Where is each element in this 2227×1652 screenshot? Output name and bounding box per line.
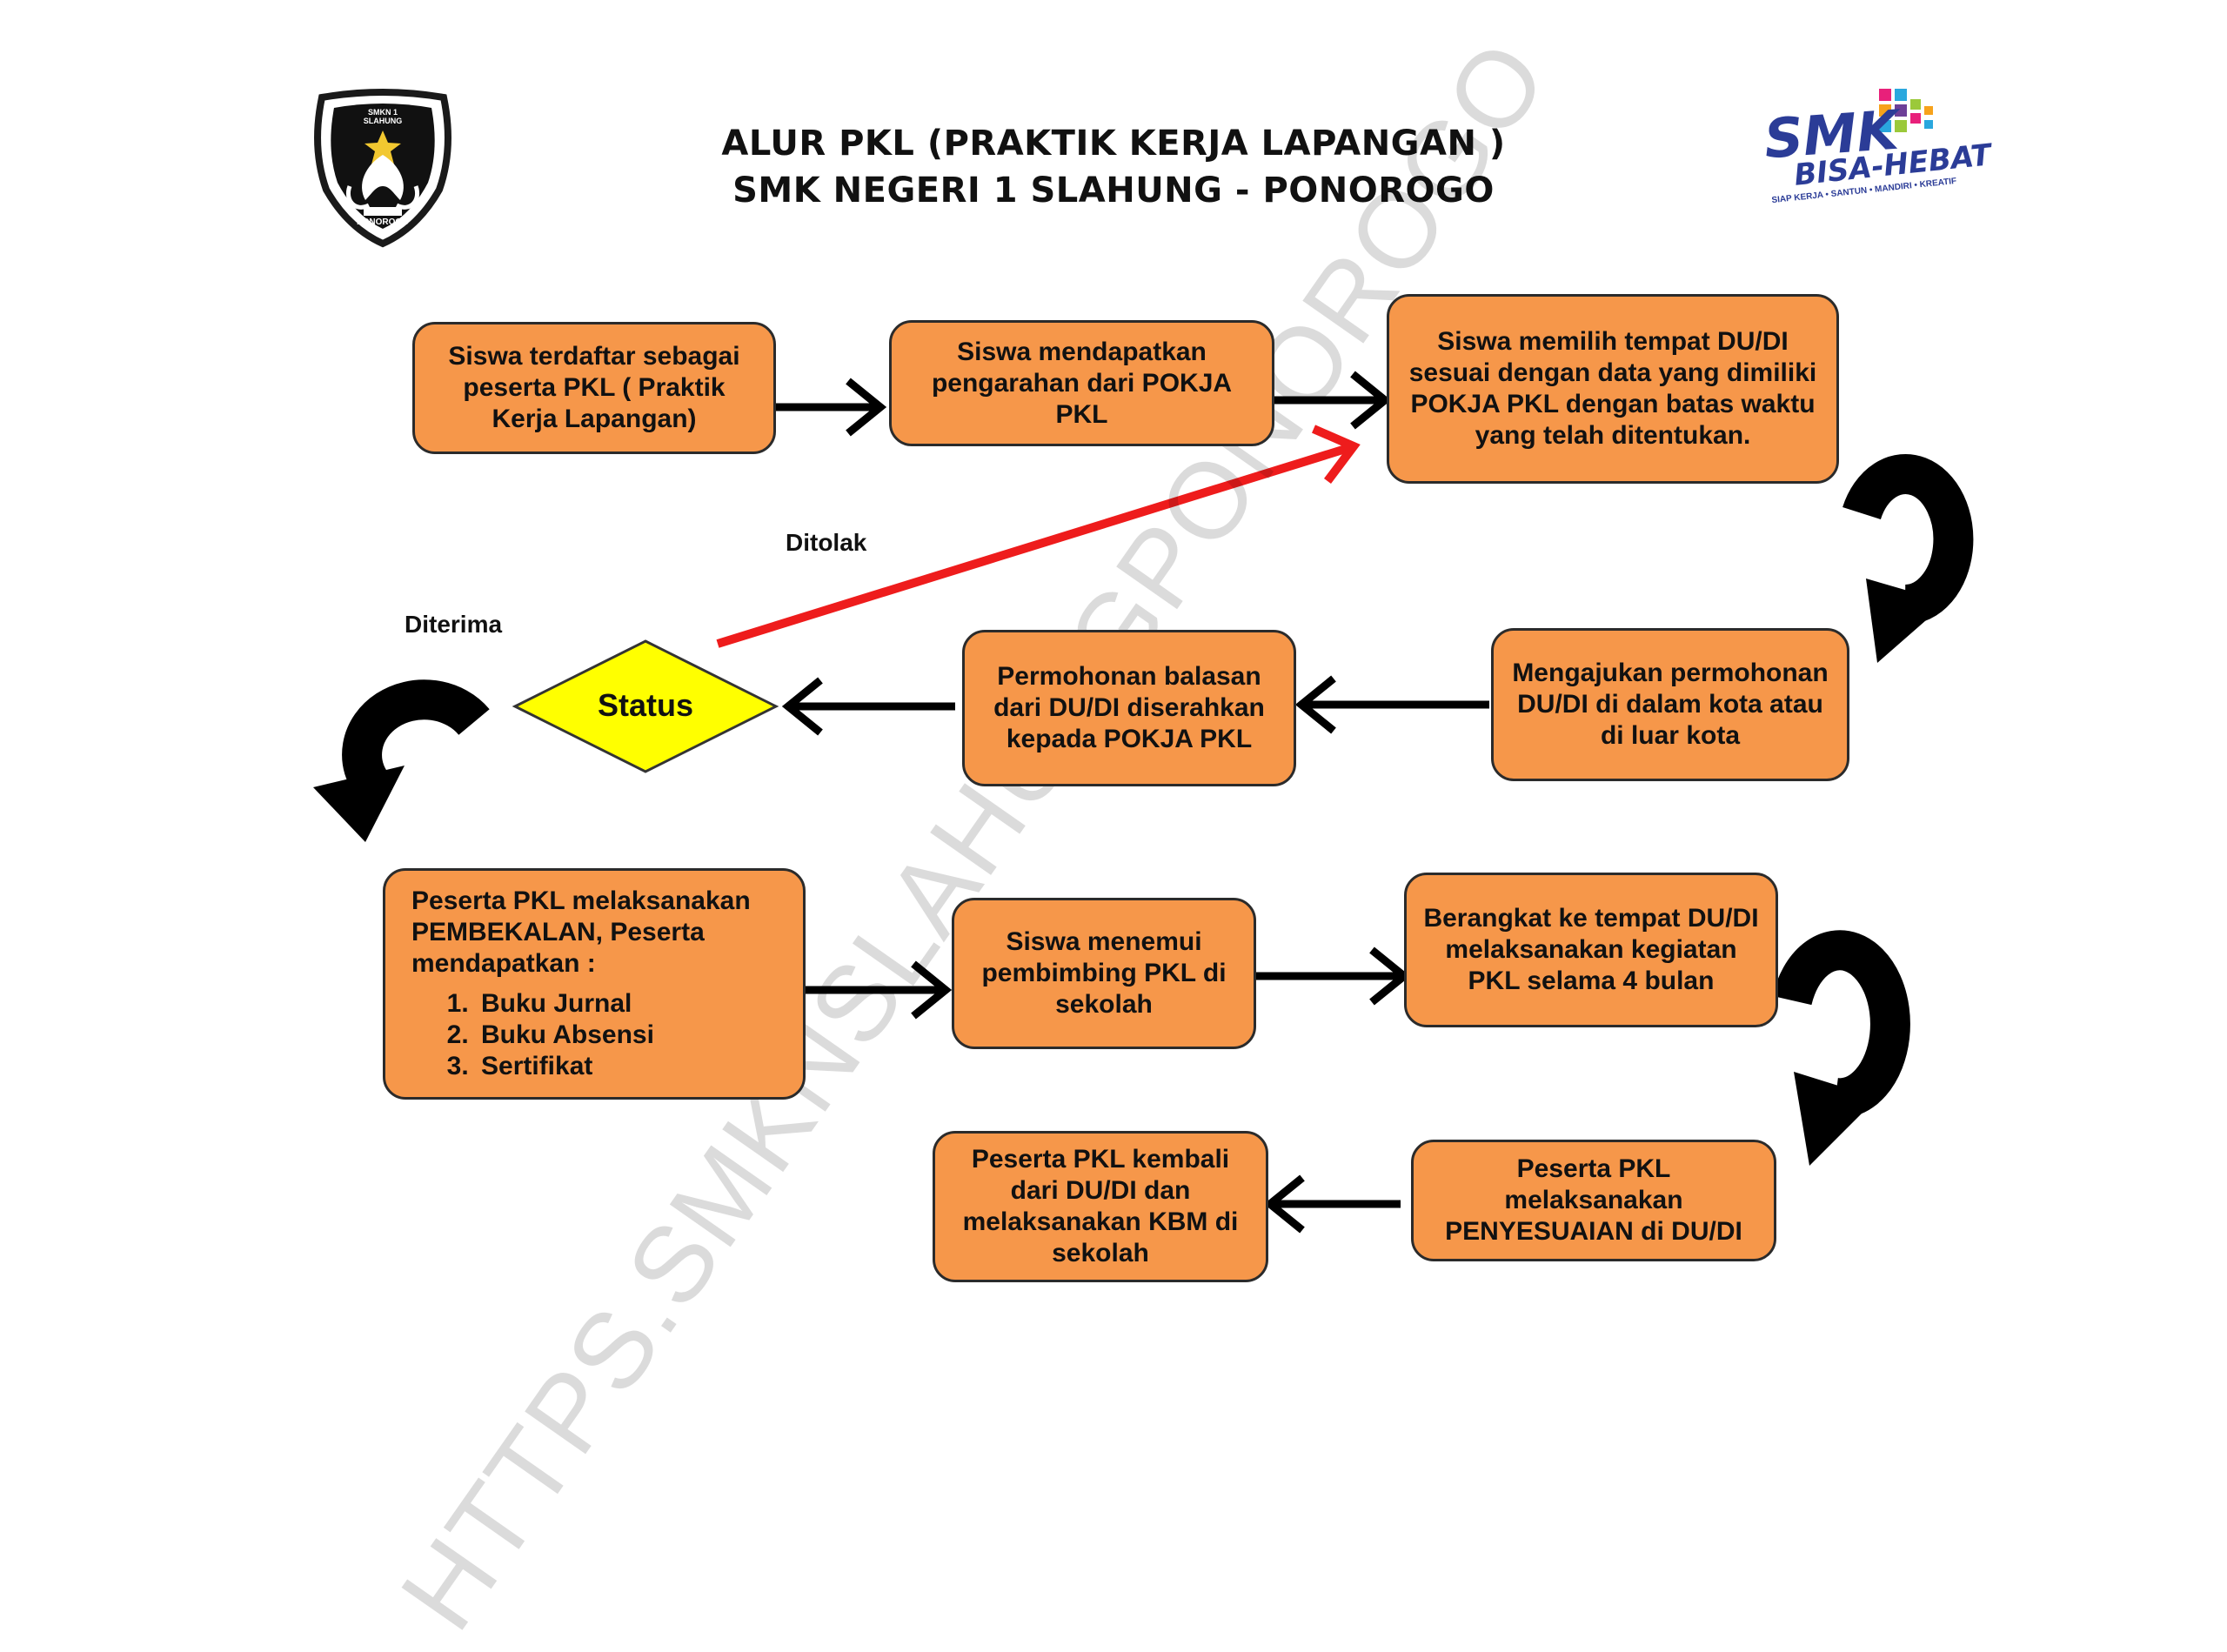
list-item: Sertifikat <box>476 1051 654 1082</box>
arrow-step5-to-status <box>781 677 955 736</box>
step6-pembekalan-box: Peserta PKL melaksanakan PEMBEKALAN, Pes… <box>383 868 806 1100</box>
step6-items-list: Buku Jurnal Buku Absensi Sertifikat <box>411 988 654 1082</box>
status-decision-diamond <box>512 639 779 773</box>
step3-choose-dudi-box: Siswa memilih tempat DU/DI sesuai dengan… <box>1387 294 1839 484</box>
step2-briefing-box: Siswa mendapatkan pengarahan dari POKJA … <box>889 320 1274 446</box>
arrow-step7-to-step8 <box>1254 946 1411 1006</box>
step4-application-box: Mengajukan permohonan DU/DI di dalam kot… <box>1491 628 1849 781</box>
step6-intro-text: Peserta PKL melaksanakan PEMBEKALAN, Pes… <box>411 886 751 978</box>
smk-bisa-hebat-logo-graphic <box>1879 89 1933 132</box>
school-emblem-logo <box>314 89 451 248</box>
step8-depart-box: Berangkat ke tempat DU/DI melaksanakan k… <box>1404 873 1778 1027</box>
page-title-line1: ALUR PKL (PRAKTIK KERJA LAPANGAN ) <box>721 124 1506 164</box>
arrow-rejected-to-step3 <box>716 425 1361 648</box>
arrow-step6-to-step7 <box>805 960 953 1020</box>
accepted-label: Diterima <box>405 611 503 638</box>
status-label: Status <box>597 687 694 723</box>
step9-adjustment-box: Peserta PKL melaksanakan PENYESUAIAN di … <box>1411 1140 1776 1261</box>
arrow-step4-to-step5 <box>1294 675 1489 734</box>
flow-connectors <box>313 89 1974 1234</box>
arrow-step1-to-step2 <box>776 378 887 437</box>
rejected-label: Ditolak <box>786 529 867 556</box>
list-item: Buku Absensi <box>476 1020 654 1051</box>
step7-meet-supervisor-box: Siswa menemui pembimbing PKL di sekolah <box>952 898 1256 1049</box>
list-item: Buku Jurnal <box>476 988 654 1020</box>
school-emblem-top-text: SMKN 1 SLAHUNG <box>363 108 403 125</box>
page-title-line2: SMK NEGERI 1 SLAHUNG - PONOROGO <box>732 171 1495 211</box>
step1-registration-box: Siswa terdaftar sebagai peserta PKL ( Pr… <box>412 322 776 454</box>
step10-return-box: Peserta PKL kembali dari DU/DI dan melak… <box>933 1131 1268 1282</box>
curved-arrow-step8-to-step9 <box>1772 930 1910 1166</box>
step5-reply-box: Permohonan balasan dari DU/DI diserahkan… <box>962 630 1296 786</box>
curved-arrow-step3-to-step4 <box>1842 454 1974 663</box>
arrow-step2-to-step3 <box>1274 371 1392 430</box>
school-emblem-bottom-text: PONOROGO <box>356 217 409 227</box>
curved-arrow-status-to-step6 <box>313 679 490 842</box>
arrow-step9-to-step10 <box>1263 1174 1401 1234</box>
